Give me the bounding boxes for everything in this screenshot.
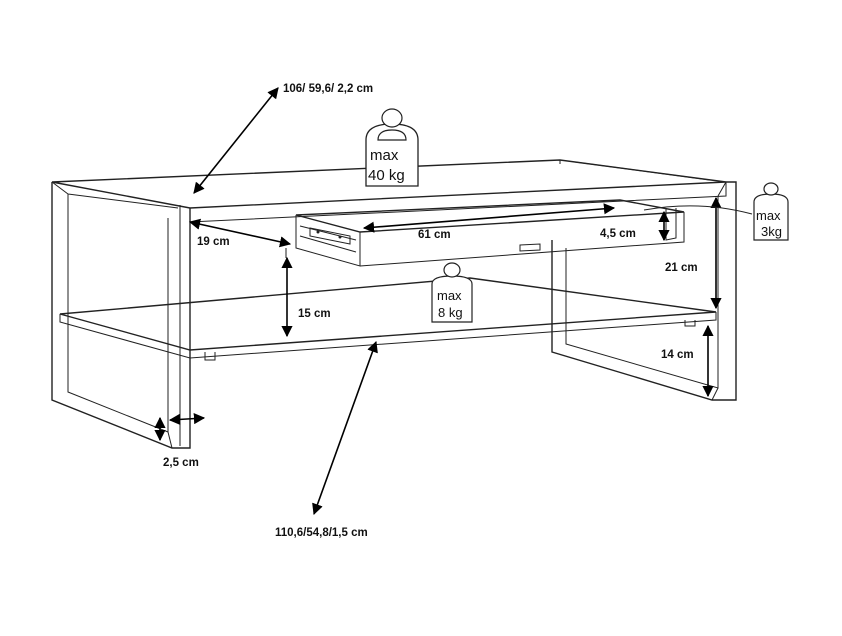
- frame-thickness-arrow-h: [168, 413, 206, 425]
- shelf-weight-value: 8 kg: [438, 305, 463, 320]
- drawer-to-shelf-label: 15 cm: [298, 308, 331, 320]
- weight-icon: [365, 108, 419, 187]
- shelf-weight-max: max: [437, 288, 462, 303]
- top-weight-value: 40 kg: [368, 167, 405, 184]
- weight-icon: [431, 262, 473, 323]
- drawer-weight-max: max: [756, 208, 781, 223]
- table-drawing: [51, 159, 737, 449]
- drawer: [285, 199, 685, 267]
- bottom-panel-label: 110,6/54,8/1,5 cm: [275, 527, 368, 539]
- top-panel-label: 106/ 59,6/ 2,2 cm: [283, 83, 373, 95]
- frame-thickness-label: 2,5 cm: [163, 457, 199, 469]
- left-frame: [51, 181, 191, 449]
- top-weight-max: max: [370, 147, 399, 164]
- drawer-depth-arrow: [188, 218, 292, 248]
- top-panel-arrow: [193, 87, 279, 194]
- bottom-panel-arrow: [312, 340, 378, 516]
- drawer-height-label: 4,5 cm: [600, 228, 636, 240]
- drawer-width-label: 61 cm: [418, 229, 451, 241]
- drawer-depth-label: 19 cm: [197, 236, 230, 248]
- drawer-weight-value: 3kg: [761, 224, 782, 239]
- drawer-weight-leader: [643, 205, 753, 215]
- shelf-height-label: 14 cm: [661, 349, 694, 361]
- total-height-label: 21 cm: [665, 262, 698, 274]
- drawer-width-arrow: [362, 203, 616, 233]
- weight-icon: [753, 182, 789, 241]
- dimension-arrows: [154, 87, 753, 516]
- lower-shelf: [59, 277, 717, 361]
